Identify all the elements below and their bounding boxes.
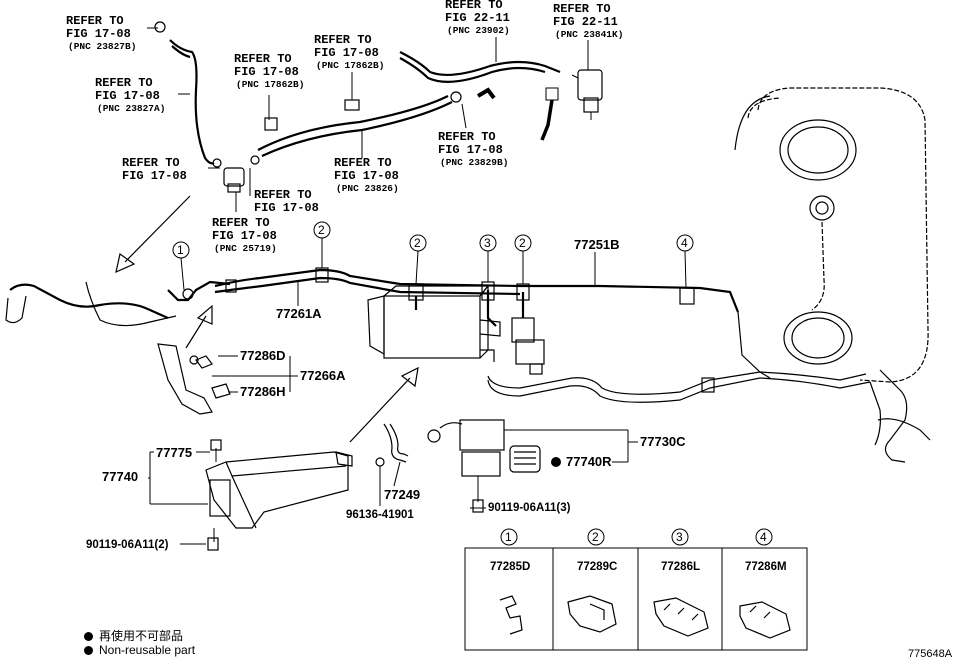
svg-text:(PNC 23827A): (PNC 23827A) [97,103,165,114]
part-77251B: 77251B [574,237,620,252]
vent-valve-icon [571,69,603,120]
svg-text:(PNC 23841K): (PNC 23841K) [555,29,623,40]
legend-ja-text: 再使用不可部品 [99,629,184,643]
charcoal-canister-installed [367,284,545,375]
part-90119-06A11-2: 90119-06A11(2) [86,539,169,551]
part-77261A: 77261A [276,306,322,321]
refer-label-1: REFER TO FIG 17-08 (PNC 23827B) [66,14,136,52]
legend-en-text: Non-reusable part [99,643,196,657]
figure-id: 775648A [908,648,953,660]
svg-text:77289C: 77289C [577,561,617,573]
clamp-icon [154,21,166,33]
svg-text:77285D: 77285D [490,561,530,573]
refer-label-4: REFER TO FIG 17-08 (PNC 17862B) [314,33,384,71]
part-90119-06A11-3: 90119-06A11(3) [488,502,571,514]
svg-text:1: 1 [177,243,184,257]
legend-en: Non-reusable part [84,643,195,657]
refer-label-2: REFER TO FIG 17-08 (PNC 23827A) [95,76,165,114]
svg-text:REFER TO: REFER TO [66,14,124,28]
clip-icon [264,117,278,131]
clamp-cell-3: 3 77286L [653,528,709,637]
top-hose-group [154,21,603,193]
part-77730C: 77730C [640,434,686,449]
direction-arrows [115,195,419,443]
svg-text:REFER TO: REFER TO [234,52,292,66]
part-77775: 77775 [156,445,192,460]
svg-text:77286M: 77286M [745,561,787,573]
clamp-cell-4: 4 77286M [739,528,791,639]
non-reusable-dot-icon [84,632,93,642]
svg-text:(PNC 23827B): (PNC 23827B) [68,41,136,52]
refer-label-3: REFER TO FIG 17-08 (PNC 17862B) [234,52,304,90]
svg-text:REFER TO: REFER TO [553,2,611,16]
refer-label-7: REFER TO FIG 17-08 [122,156,187,183]
svg-text:(PNC 23902): (PNC 23902) [447,25,510,36]
svg-text:2: 2 [414,236,421,250]
svg-text:4: 4 [760,530,767,544]
clamp-table: 1 77285D 2 77289C 3 77286L 4 77286M [464,528,808,651]
svg-text:FIG 17-08: FIG 17-08 [66,27,131,41]
svg-text:1: 1 [505,530,512,544]
svg-text:REFER TO: REFER TO [95,76,153,90]
svg-text:3: 3 [484,236,491,250]
refer-label-11: REFER TO FIG 17-08 (PNC 23829B) [438,130,508,168]
svg-text:REFER TO: REFER TO [254,188,312,202]
svg-text:FIG 17-08: FIG 17-08 [212,229,277,243]
svg-text:FIG 17-08: FIG 17-08 [95,89,160,103]
svg-text:FIG 17-08: FIG 17-08 [254,201,319,215]
part-77740R: 77740R [566,454,612,469]
svg-text:REFER TO: REFER TO [334,156,392,170]
refer-label-10: REFER TO FIG 17-08 (PNC 23826) [334,156,399,194]
part-77286H: 77286H [240,384,286,399]
svg-text:REFER TO: REFER TO [445,0,503,12]
svg-text:(PNC 17862B): (PNC 17862B) [316,60,384,71]
svg-text:2: 2 [519,236,526,250]
clamp-cell-2: 2 77289C [567,528,617,633]
clip-icon [344,99,360,111]
svg-text:3: 3 [676,530,683,544]
svg-text:(PNC 23829B): (PNC 23829B) [440,157,508,168]
purge-valve-icon [212,155,260,193]
legend-ja: 再使用不可部品 [84,627,183,644]
svg-text:(PNC 17862B): (PNC 17862B) [236,79,304,90]
refer-label-6: REFER TO FIG 22-11 (PNC 23841K) [553,2,623,40]
part-77286D: 77286D [240,348,286,363]
svg-text:FIG 17-08: FIG 17-08 [122,169,187,183]
svg-text:2: 2 [318,223,325,237]
refer-label-9: REFER TO FIG 17-08 (PNC 25719) [212,216,277,254]
non-reusable-dot-icon [84,646,93,656]
svg-text:FIG 17-08: FIG 17-08 [438,143,503,157]
svg-text:FIG 17-08: FIG 17-08 [234,65,299,79]
svg-text:4: 4 [681,236,688,250]
svg-text:(PNC 25719): (PNC 25719) [214,243,277,254]
part-96136-41901: 96136-41901 [346,509,414,521]
callouts: 1 2 2 3 2 4 [172,221,694,291]
charcoal-canister-assembly [205,419,561,551]
part-77740: 77740 [102,469,138,484]
svg-text:77286L: 77286L [661,561,700,573]
vapor-lines [5,268,871,403]
canister-bracket [157,343,231,415]
clamp-cell-1: 1 77285D [490,528,530,635]
refer-label-5: REFER TO FIG 22-11 (PNC 23902) [445,0,510,36]
part-labels: 77251B 77261A 77286D 77266A 77286H 77775… [86,237,686,551]
part-77249: 77249 [384,487,420,502]
fuel-tank-outline [734,87,931,463]
clamp-icon [450,91,462,103]
svg-text:REFER TO: REFER TO [122,156,180,170]
svg-text:REFER TO: REFER TO [438,130,496,144]
part-77266A: 77266A [300,368,346,383]
svg-text:FIG 17-08: FIG 17-08 [314,46,379,60]
svg-text:2: 2 [592,530,599,544]
svg-text:REFER TO: REFER TO [212,216,270,230]
svg-text:FIG 22-11: FIG 22-11 [445,11,510,25]
svg-text:(PNC 23826): (PNC 23826) [336,183,399,194]
refer-leaders [147,27,589,212]
svg-text:FIG 22-11: FIG 22-11 [553,15,618,29]
svg-text:REFER TO: REFER TO [314,33,372,47]
refer-label-8: REFER TO FIG 17-08 [254,188,319,215]
svg-text:FIG 17-08: FIG 17-08 [334,169,399,183]
